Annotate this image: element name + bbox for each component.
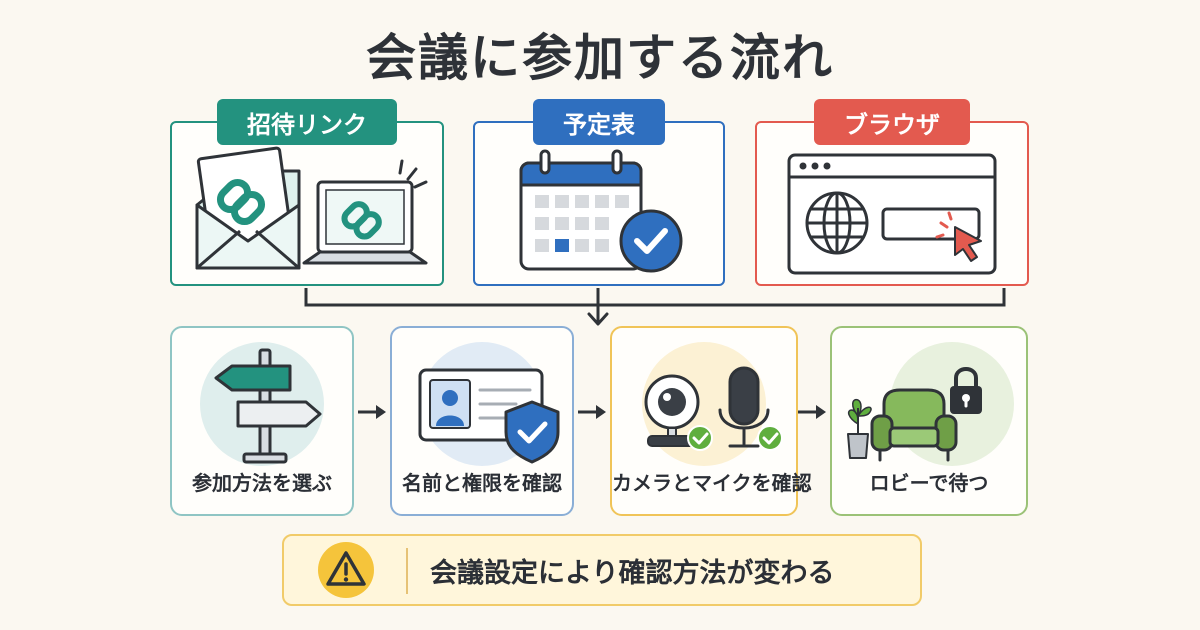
link-icon <box>216 178 266 226</box>
globe-icon <box>805 191 869 255</box>
signpost-icon <box>214 348 322 464</box>
source-badge: 招待リンク <box>217 99 397 145</box>
microphone-icon <box>718 366 770 448</box>
source-browser: ブラウザ <box>755 99 1029 286</box>
page-title: 会議に参加する流れ <box>366 29 834 87</box>
shield-check-icon <box>504 400 560 464</box>
source-calendar: 予定表 <box>473 99 725 286</box>
step-check-camera-mic: カメラとマイクを確認 <box>610 326 812 516</box>
check-badge-icon <box>687 425 783 451</box>
source-badge: 予定表 <box>533 99 665 145</box>
step-label: ロビーで待つ <box>869 471 989 495</box>
source-invitation-link: 招待リンク <box>170 99 444 286</box>
browser-window-icon <box>787 153 997 275</box>
envelope-icon <box>195 146 301 270</box>
lock-icon <box>950 367 982 414</box>
calendar-icon <box>519 149 643 271</box>
step-label: 名前と権限を確認 <box>402 471 562 495</box>
plant-icon <box>847 398 872 459</box>
step-arrow-icon <box>358 405 826 419</box>
cursor-icon <box>935 211 982 262</box>
webcam-icon <box>644 374 700 447</box>
step-label: カメラとマイクを確認 <box>612 471 812 495</box>
warning-icon <box>318 542 374 598</box>
armchair-icon <box>870 388 958 462</box>
note-text: 会議設定により確認方法が変わる <box>430 557 835 589</box>
step-label: 参加方法を選ぶ <box>192 471 332 495</box>
note-banner: 会議設定により確認方法が変わる <box>282 534 922 606</box>
source-badge: ブラウザ <box>814 99 970 145</box>
step-wait-in-lobby: ロビーで待つ <box>830 326 1028 516</box>
step-choose-method: 参加方法を選ぶ <box>170 326 354 516</box>
step-confirm-name-permission: 名前と権限を確認 <box>390 326 574 516</box>
checkmark-icon <box>619 209 683 273</box>
